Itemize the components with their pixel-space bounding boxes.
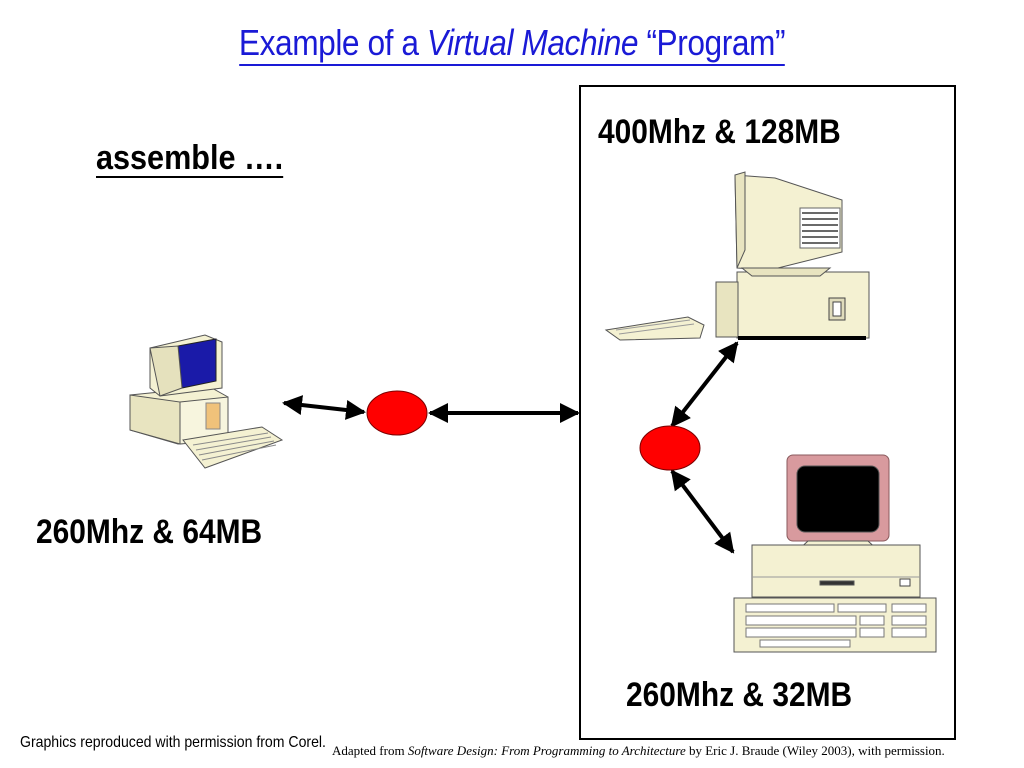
adapted-suffix: by Eric J. Braude (Wiley 2003), with per…: [685, 743, 945, 758]
virtual-machine-box: [579, 85, 956, 740]
arrow-node2-to-bottom: [670, 469, 735, 554]
assemble-label: assemble ….: [96, 139, 284, 178]
adapted-prefix: Adapted from: [332, 743, 408, 758]
network-node-2: [639, 425, 701, 471]
network-node-1: [366, 390, 428, 436]
machine-spec-bottom-right: 260Mhz & 32MB: [626, 676, 853, 714]
arrow-node2-to-top: [670, 341, 739, 428]
adapted-title: Software Design: From Programming to Arc…: [407, 743, 686, 758]
machine-spec-top-right: 400Mhz & 128MB: [598, 113, 841, 151]
adapted-credit: Adapted from Software Design: From Progr…: [330, 743, 947, 759]
computer-left-icon: [129, 334, 284, 469]
computer-top-right-icon: [604, 171, 870, 341]
slide-title: Example of a Virtual Machine “Program”: [61, 22, 962, 66]
title-prefix: Example of a: [238, 22, 427, 63]
machine-spec-left: 260Mhz & 64MB: [36, 513, 263, 551]
title-suffix: “Program”: [638, 22, 786, 63]
computer-bottom-right-icon: [733, 454, 937, 653]
arrow-left-to-node1: [282, 395, 366, 420]
title-italic: Virtual Machine: [426, 22, 639, 63]
graphics-credit: Graphics reproduced with permission from…: [20, 734, 326, 751]
